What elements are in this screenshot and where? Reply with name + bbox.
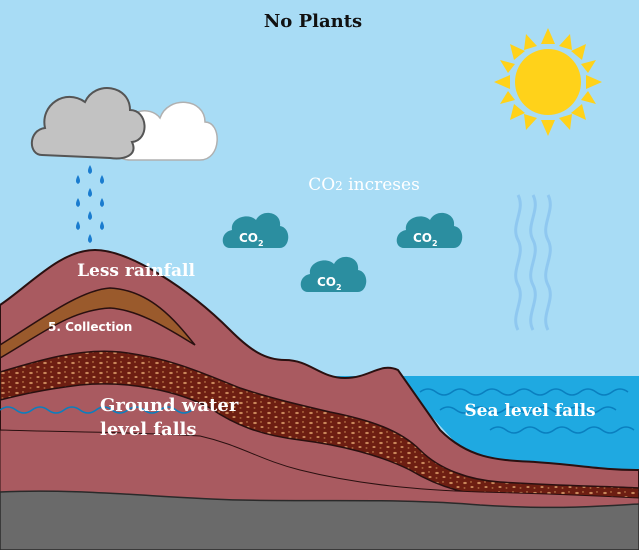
co2-increases-label: CO2 increses bbox=[308, 175, 420, 195]
collection-label: 5. Collection bbox=[48, 320, 132, 334]
svg-text:CO2: CO2 bbox=[239, 231, 264, 248]
sun-icon bbox=[494, 28, 602, 136]
co2-cloud-icon: CO2 bbox=[396, 212, 463, 248]
ground-water-label-line1: Ground water bbox=[100, 395, 239, 416]
diagram-title: No Plants bbox=[264, 11, 362, 32]
rain-cloud-icon bbox=[30, 87, 146, 160]
svg-text:CO2: CO2 bbox=[317, 275, 342, 292]
svg-text:CO2: CO2 bbox=[413, 231, 438, 248]
co2-cloud-icon: CO2 bbox=[300, 256, 367, 292]
collection-band bbox=[0, 287, 196, 359]
ground-water-label-line2: level falls bbox=[100, 419, 197, 440]
sea-waves bbox=[0, 388, 635, 434]
rain-drops-icon bbox=[76, 165, 104, 243]
sea-level-label: Sea level falls bbox=[464, 401, 595, 421]
heat-wave-icon bbox=[514, 194, 552, 331]
lower-soil-band bbox=[0, 429, 639, 516]
dark-soil-layer bbox=[0, 350, 639, 506]
co2-cloud-icon: CO2 bbox=[222, 212, 289, 248]
bedrock-layer bbox=[0, 490, 639, 550]
less-rainfall-label: Less rainfall bbox=[77, 261, 195, 281]
